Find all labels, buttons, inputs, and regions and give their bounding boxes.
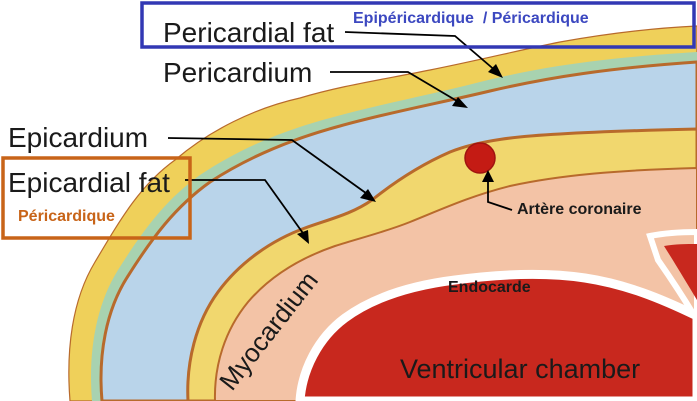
leader-coronary-artery xyxy=(487,176,513,211)
coronary-artery-label: Artère coronaire xyxy=(517,201,642,218)
ventricle-inner-lobe xyxy=(664,244,697,300)
epicardial-fat-box xyxy=(1,156,192,240)
leader-arrowheads xyxy=(297,64,503,244)
arrowhead-pericardial-fat xyxy=(488,64,503,78)
arrowhead-epicardial-fat xyxy=(297,230,309,244)
arrowhead-pericardium xyxy=(452,97,468,108)
pericardial-fat-label: Pericardial fat xyxy=(163,17,334,48)
coronary-artery xyxy=(464,142,496,174)
leader-epicardial-fat xyxy=(185,179,306,237)
arrowhead-coronary-artery xyxy=(482,170,494,182)
ventricular-chamber-label: Ventricular chamber xyxy=(400,354,640,384)
pericardial-fat-fr-label: Epipéricardique / Péricardique xyxy=(353,10,589,27)
leader-lines xyxy=(167,31,513,237)
endocarde-label: Endocarde xyxy=(448,279,531,296)
pericardium-label: Pericardium xyxy=(163,57,312,88)
pericardial-fat-box xyxy=(140,1,696,49)
epicardial-fat-label: Epicardial fat xyxy=(8,167,170,198)
epicardial-fat-fr-label: Péricardique xyxy=(18,208,115,225)
leader-pericardial-fat xyxy=(344,31,498,73)
ventricular-chamber xyxy=(295,269,697,401)
arrowhead-epicardium xyxy=(360,189,376,202)
epicardium-label: Epicardium xyxy=(8,122,148,153)
leader-epicardium xyxy=(167,137,371,197)
leader-pericardium xyxy=(330,71,463,105)
